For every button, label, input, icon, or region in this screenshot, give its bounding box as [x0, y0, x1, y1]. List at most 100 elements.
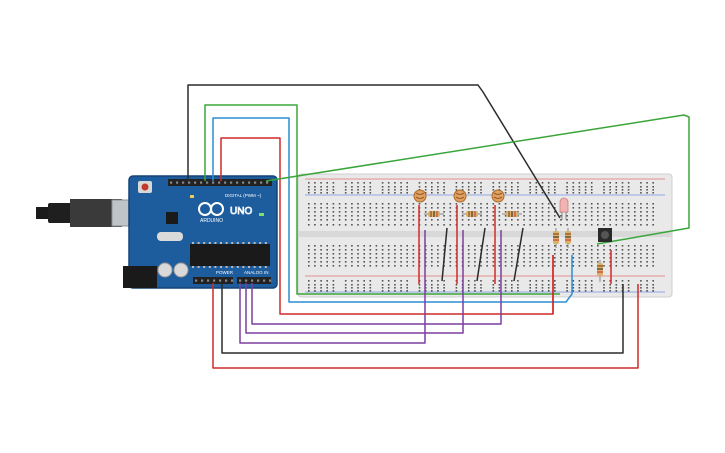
breadboard-hole[interactable] — [529, 192, 531, 194]
breadboard-hole[interactable] — [326, 257, 328, 259]
breadboard-hole[interactable] — [498, 224, 501, 226]
breadboard-hole[interactable] — [517, 186, 519, 188]
breadboard-hole[interactable] — [603, 284, 605, 286]
breadboard-hole[interactable] — [535, 290, 538, 292]
breadboard-hole[interactable] — [498, 207, 501, 209]
breadboard-hole[interactable] — [443, 290, 445, 292]
breadboard-hole[interactable] — [394, 219, 396, 221]
breadboard-hole[interactable] — [344, 245, 347, 247]
breadboard-hole[interactable] — [615, 261, 618, 263]
breadboard-hole[interactable] — [572, 186, 575, 188]
breadboard-hole[interactable] — [332, 189, 335, 191]
breadboard-hole[interactable] — [511, 261, 513, 263]
breadboard-hole[interactable] — [431, 245, 433, 247]
wire-purple-a2[interactable] — [251, 230, 502, 325]
wire-green-long[interactable] — [265, 114, 690, 245]
breadboard-hole[interactable] — [615, 257, 618, 259]
breadboard-hole[interactable] — [640, 290, 642, 292]
breadboard-hole[interactable] — [621, 253, 624, 255]
breadboard-hole[interactable] — [308, 284, 310, 286]
breadboard-hole[interactable] — [326, 186, 328, 188]
breadboard-hole[interactable] — [597, 249, 599, 251]
breadboard-hole[interactable] — [535, 265, 538, 267]
breadboard-hole[interactable] — [590, 207, 593, 209]
breadboard-hole[interactable] — [627, 203, 630, 205]
breadboard-hole[interactable] — [406, 186, 408, 188]
breadboard-hole[interactable] — [572, 290, 575, 292]
header-pin[interactable] — [239, 279, 242, 282]
breadboard-hole[interactable] — [566, 265, 568, 267]
breadboard-hole[interactable] — [646, 265, 648, 267]
breadboard-hole[interactable] — [308, 261, 310, 263]
breadboard-hole[interactable] — [344, 290, 347, 292]
breadboard-hole[interactable] — [449, 265, 452, 267]
breadboard-hole[interactable] — [326, 249, 328, 251]
breadboard-hole[interactable] — [400, 290, 402, 292]
breadboard-hole[interactable] — [492, 265, 495, 267]
breadboard-hole[interactable] — [529, 290, 531, 292]
breadboard-hole[interactable] — [517, 207, 519, 209]
breadboard-hole[interactable] — [492, 261, 495, 263]
breadboard-hole[interactable] — [418, 203, 421, 205]
breadboard-hole[interactable] — [381, 219, 384, 221]
breadboard-hole[interactable] — [351, 249, 353, 251]
breadboard-hole[interactable] — [449, 245, 452, 247]
breadboard-hole[interactable] — [603, 189, 605, 191]
breadboard-hole[interactable] — [381, 290, 384, 292]
breadboard-hole[interactable] — [627, 261, 630, 263]
breadboard-hole[interactable] — [467, 265, 470, 267]
breadboard-hole[interactable] — [467, 189, 470, 191]
breadboard-hole[interactable] — [449, 211, 452, 213]
breadboard-hole[interactable] — [314, 261, 316, 263]
breadboard-hole[interactable] — [449, 253, 452, 255]
breadboard-hole[interactable] — [578, 186, 581, 188]
breadboard-hole[interactable] — [344, 265, 347, 267]
breadboard-hole[interactable] — [584, 186, 587, 188]
breadboard-hole[interactable] — [443, 219, 445, 221]
breadboard-hole[interactable] — [529, 182, 531, 184]
breadboard-hole[interactable] — [492, 284, 495, 286]
breadboard-hole[interactable] — [621, 261, 624, 263]
breadboard-hole[interactable] — [412, 207, 415, 209]
breadboard-hole[interactable] — [375, 245, 378, 247]
breadboard-hole[interactable] — [320, 219, 322, 221]
breadboard-hole[interactable] — [406, 189, 408, 191]
breadboard-hole[interactable] — [443, 224, 445, 226]
breadboard-hole[interactable] — [547, 284, 550, 286]
breadboard-hole[interactable] — [554, 261, 556, 263]
breadboard-hole[interactable] — [572, 203, 575, 205]
breadboard-hole[interactable] — [609, 287, 611, 289]
breadboard-hole[interactable] — [369, 186, 372, 188]
breadboard-hole[interactable] — [523, 245, 525, 247]
breadboard-hole[interactable] — [511, 203, 513, 205]
breadboard-hole[interactable] — [394, 186, 396, 188]
breadboard-hole[interactable] — [406, 290, 408, 292]
breadboard-hole[interactable] — [431, 207, 433, 209]
breadboard-hole[interactable] — [474, 257, 476, 259]
breadboard-hole[interactable] — [474, 253, 476, 255]
breadboard-hole[interactable] — [640, 207, 642, 209]
breadboard-hole[interactable] — [640, 253, 642, 255]
breadboard-hole[interactable] — [547, 249, 550, 251]
breadboard-hole[interactable] — [357, 280, 359, 282]
breadboard-hole[interactable] — [375, 261, 378, 263]
breadboard-hole[interactable] — [369, 211, 372, 213]
breadboard-hole[interactable] — [400, 207, 402, 209]
breadboard-hole[interactable] — [474, 186, 476, 188]
breadboard-hole[interactable] — [535, 203, 538, 205]
breadboard-hole[interactable] — [597, 261, 599, 263]
breadboard-hole[interactable] — [498, 182, 501, 184]
breadboard-hole[interactable] — [480, 219, 482, 221]
breadboard-hole[interactable] — [627, 224, 630, 226]
header-pin[interactable] — [207, 279, 210, 282]
breadboard-hole[interactable] — [615, 245, 618, 247]
breadboard-hole[interactable] — [363, 192, 365, 194]
breadboard-hole[interactable] — [437, 189, 439, 191]
push-button[interactable] — [598, 228, 612, 242]
breadboard-hole[interactable] — [652, 265, 654, 267]
breadboard-hole[interactable] — [603, 192, 605, 194]
breadboard-hole[interactable] — [480, 192, 482, 194]
breadboard-hole[interactable] — [314, 249, 316, 251]
breadboard-hole[interactable] — [357, 245, 359, 247]
breadboard-hole[interactable] — [351, 215, 353, 217]
